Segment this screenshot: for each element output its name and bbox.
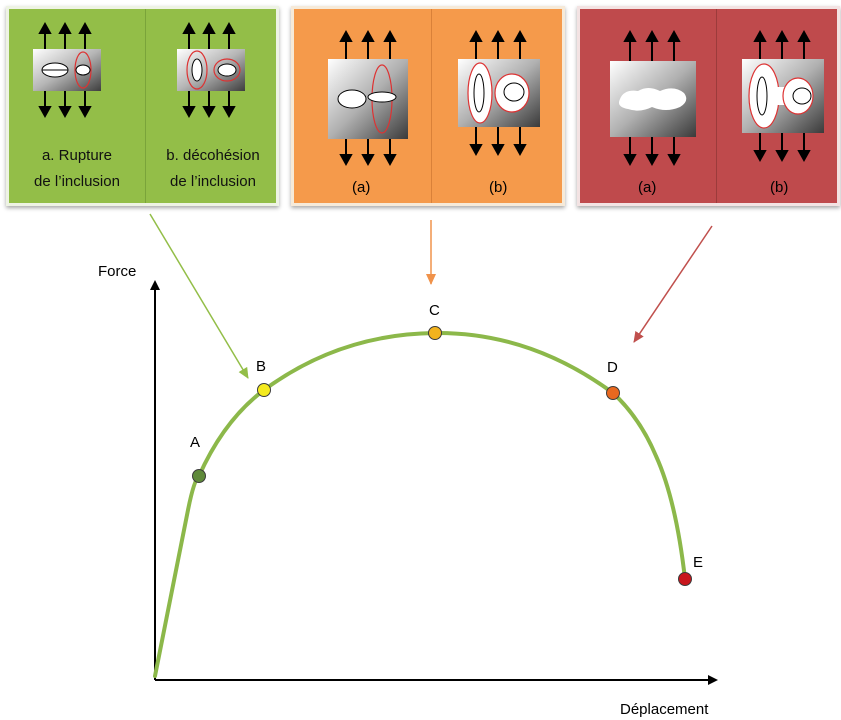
point-b: B xyxy=(256,358,271,397)
caption-decohesion: b. décohésion de l’inclusion xyxy=(147,143,279,195)
specimen-a-growth xyxy=(328,29,408,167)
specimen-b-growth xyxy=(458,29,540,157)
point-a: A xyxy=(190,434,206,483)
panel-inclusion-failure: a. Rupture de l’inclusion b. décohésion … xyxy=(6,6,279,206)
specimen-b-decohesion xyxy=(177,21,245,119)
point-a-label: A xyxy=(190,434,200,451)
point-d-marker xyxy=(606,386,620,400)
point-d-label: D xyxy=(607,359,618,376)
caption-a: (a) xyxy=(638,179,657,196)
point-c-marker xyxy=(428,326,442,340)
specimen-a-coalescence xyxy=(610,29,696,167)
load-curve xyxy=(153,330,687,678)
caption-line: de l’inclusion xyxy=(34,173,120,190)
caption-line: a. Rupture xyxy=(41,147,113,164)
point-b-marker xyxy=(257,383,271,397)
point-a-marker xyxy=(192,469,206,483)
panel-void-growth: (a) (b) xyxy=(291,6,565,206)
point-b-label: B xyxy=(256,358,266,375)
caption-b: (b) xyxy=(770,179,789,196)
panel-coalescence: (a) (b) xyxy=(577,6,840,206)
point-c-label: C xyxy=(429,302,440,319)
panel-divider xyxy=(431,9,432,203)
point-c: C xyxy=(428,302,442,340)
point-e-marker xyxy=(678,572,692,586)
point-d: D xyxy=(606,359,620,400)
specimen-a-rupture xyxy=(33,21,101,119)
point-e-label: E xyxy=(693,554,703,571)
pointer-arrow-green xyxy=(149,213,249,379)
panel-divider xyxy=(145,9,146,203)
caption-a: (a) xyxy=(352,179,371,196)
point-e: E xyxy=(678,554,703,586)
x-axis-label: Déplacement xyxy=(620,701,709,718)
caption-rupture: a. Rupture de l’inclusion xyxy=(11,143,143,195)
caption-line: b. décohésion xyxy=(166,147,260,164)
pointer-arrow-red xyxy=(633,225,713,343)
y-axis-label: Force xyxy=(98,263,136,280)
caption-line: de l’inclusion xyxy=(170,173,256,190)
panel-divider xyxy=(716,9,717,203)
specimen-b-coalescence xyxy=(742,29,824,163)
caption-b: (b) xyxy=(489,179,508,196)
